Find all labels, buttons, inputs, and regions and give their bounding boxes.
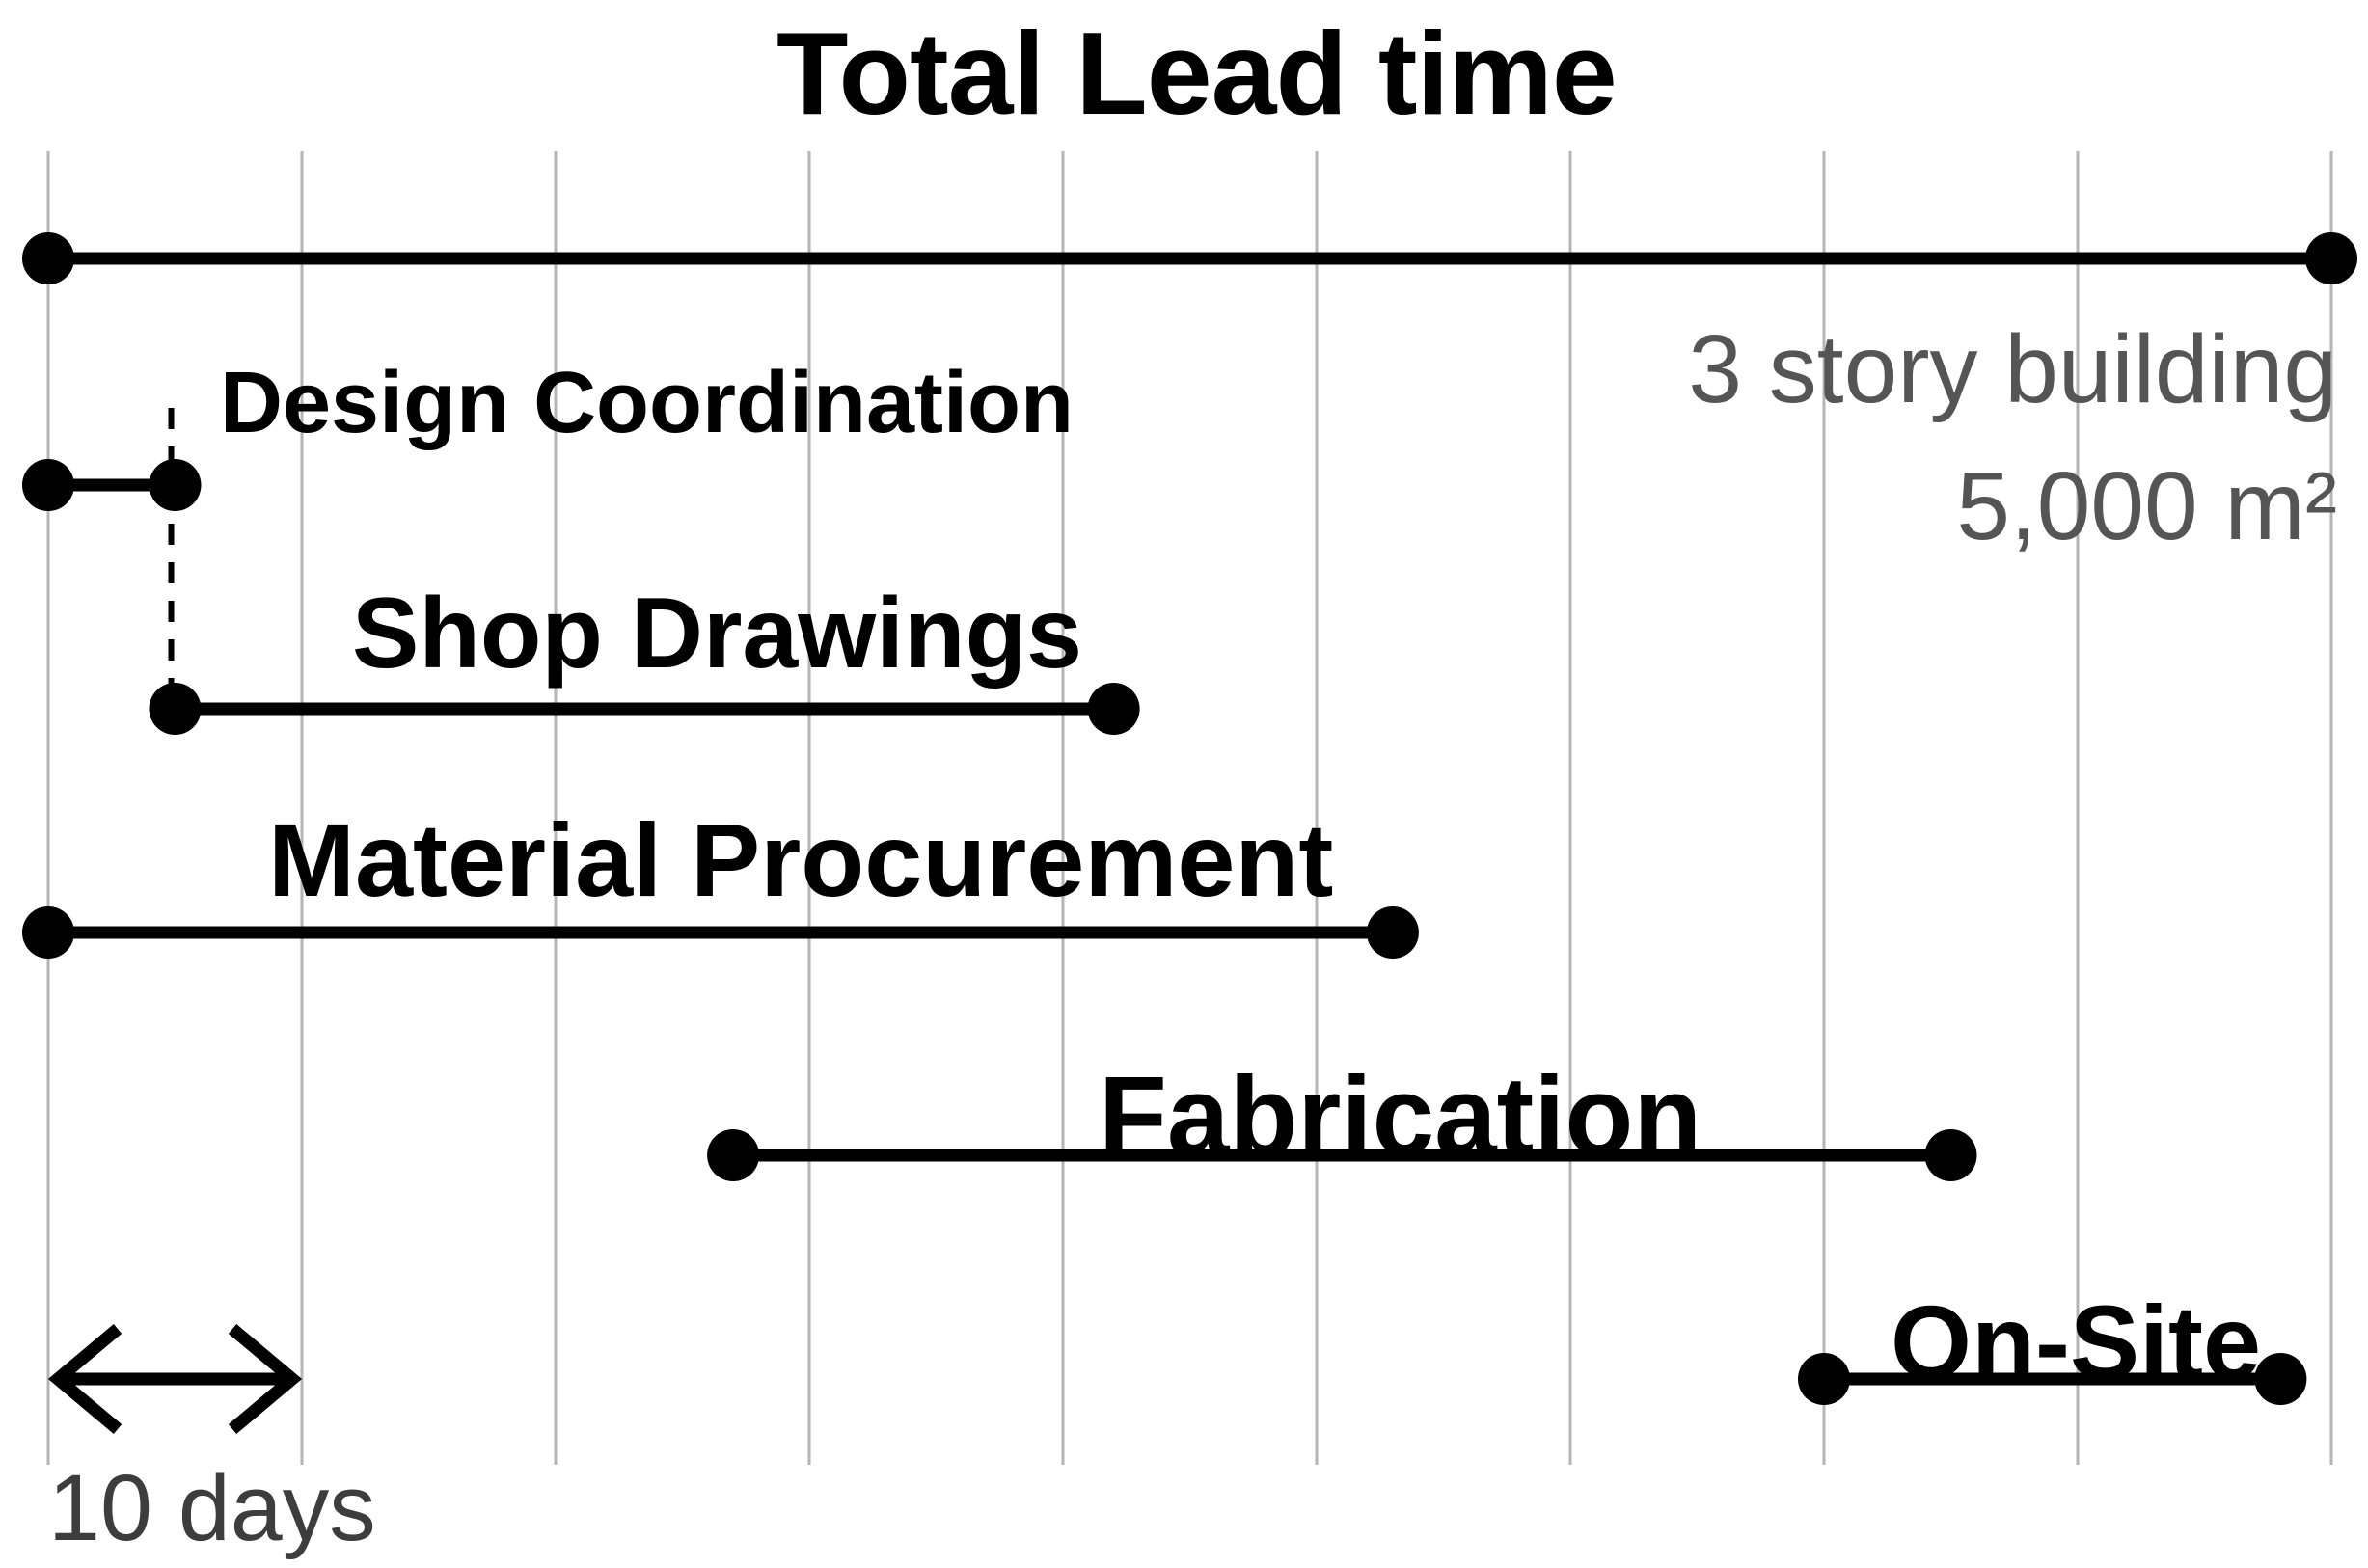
- scale-label: 10 days: [48, 1455, 376, 1560]
- annotation-line-2: 5,000 m²: [1956, 452, 2337, 560]
- gridlines: [46, 151, 2333, 1465]
- bar-start-dot: [22, 232, 74, 284]
- bar-end-dot: [1087, 683, 1140, 735]
- bar-start-dot: [149, 683, 202, 735]
- scale-arrow-left-head: [47, 1324, 122, 1434]
- task-label-material-procurement: Material Procurement: [268, 801, 1334, 918]
- bar-start-dot: [1798, 1353, 1850, 1405]
- bar-end-dot: [2254, 1353, 2307, 1405]
- bar-end-dot: [1366, 906, 1419, 959]
- gantt-bar-fabrication: [707, 1129, 1977, 1181]
- task-label-design-coordination: Design Coordination: [220, 355, 1074, 451]
- task-label-fabrication: Fabrication: [1099, 1053, 1702, 1178]
- task-label-on-site: On-Site: [1891, 1284, 2262, 1400]
- bar-end-dot: [1924, 1129, 1977, 1181]
- gantt-bar-design-coordination: [22, 459, 202, 511]
- building-annotation: 3 story building 5,000 m²: [1688, 301, 2337, 575]
- chart-title: Total Lead time: [776, 8, 1618, 139]
- annotation-line-1: 3 story building: [1688, 315, 2337, 423]
- bar-start-dot: [22, 906, 74, 959]
- gantt-bar-total-lead-time: [22, 232, 2357, 284]
- bar-end-dot: [2305, 232, 2357, 284]
- gantt-bar-material-procurement: [22, 906, 1419, 959]
- gantt-bar-shop-drawings: [149, 683, 1140, 735]
- scale-arrow-right-head: [228, 1324, 303, 1434]
- scale-arrow: [47, 1324, 303, 1434]
- bar-start-dot: [22, 459, 74, 511]
- bar-end-dot: [149, 459, 202, 511]
- bar-start-dot: [707, 1129, 760, 1181]
- task-label-shop-drawings: Shop Drawings: [352, 578, 1082, 689]
- gantt-bar-on-site: [1798, 1353, 2307, 1405]
